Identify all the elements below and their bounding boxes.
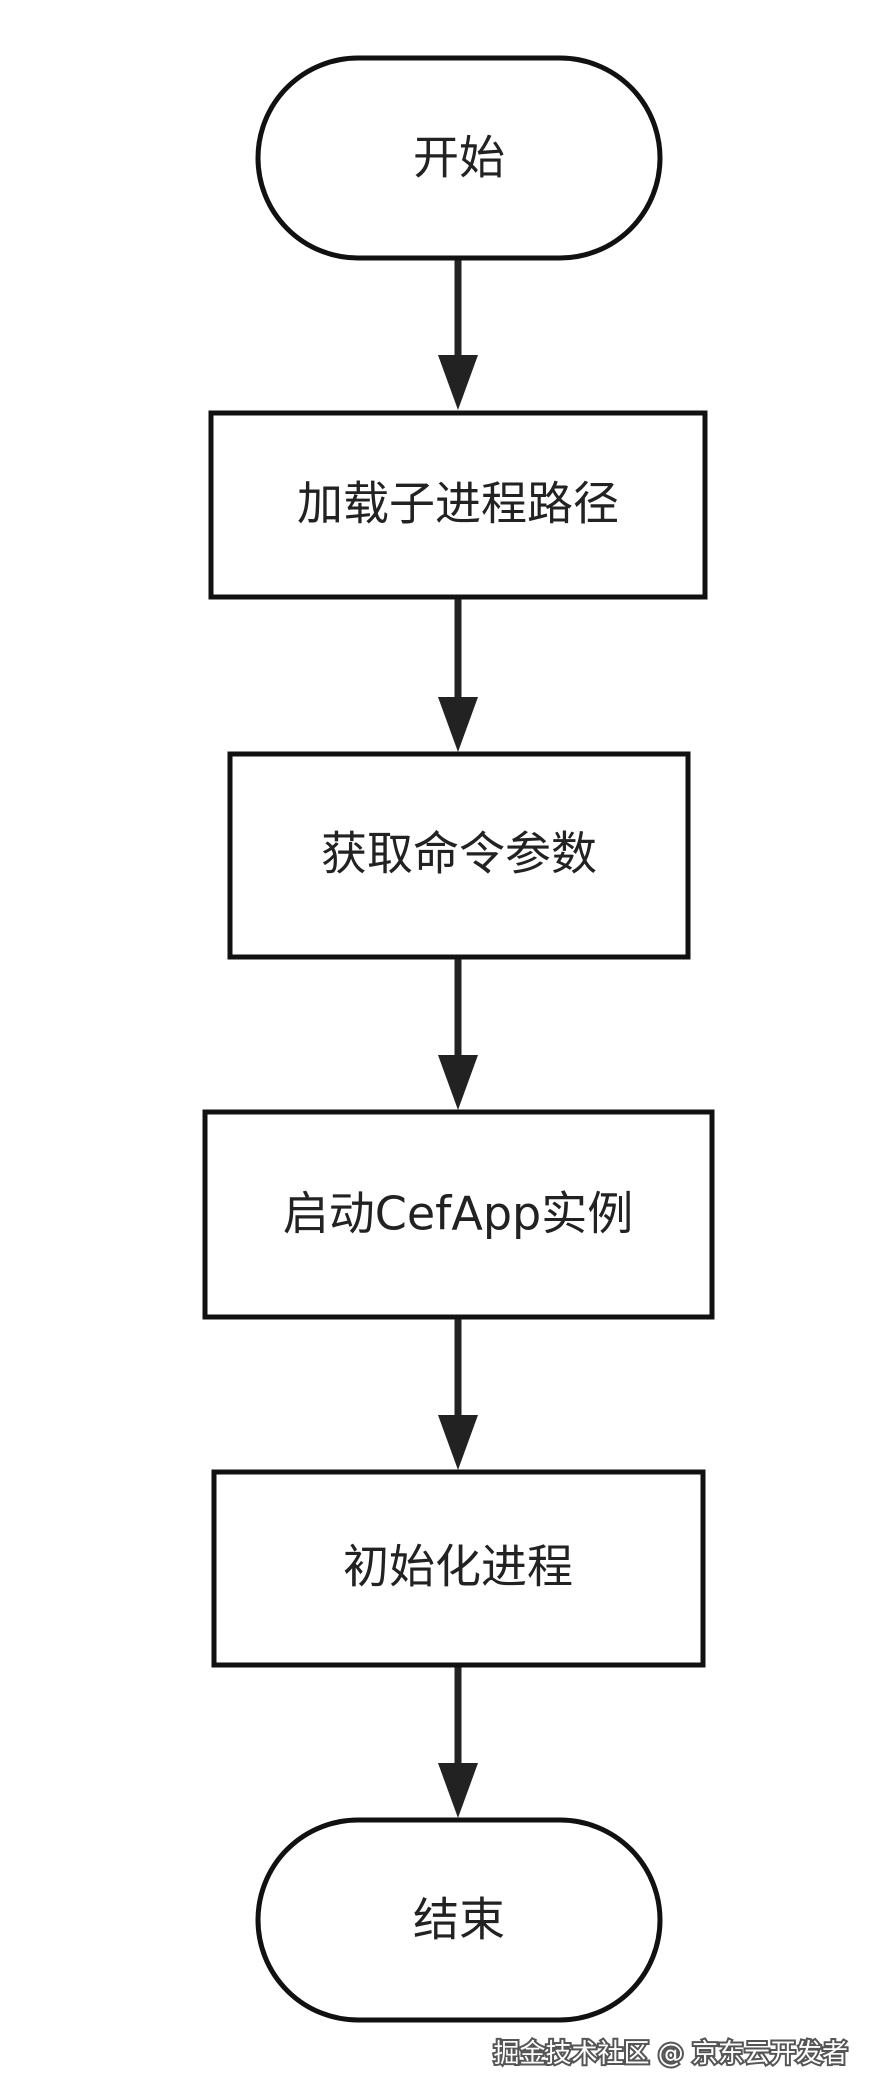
process-shape [202,1109,715,1320]
edge-args-to-cefapp [438,957,478,1110]
arrowhead [438,1415,478,1470]
watermark-text: 掘金技术社区 @ 京东云开发者 [493,2039,848,2069]
node-label: 加载子进程路径 [297,477,619,531]
process-shape [211,1469,706,1668]
init-process-node: 初始化进程 [211,1469,706,1668]
arrowhead [438,1763,478,1818]
launch-cefapp-node: 启动CefApp实例 [202,1109,715,1320]
process-shape [227,751,691,960]
get-command-args-node: 获取命令参数 [227,751,691,960]
start-node: 开始 [255,55,663,261]
end-node: 结束 [255,1817,663,2023]
node-label: 结束 [413,1893,505,1947]
node-label: 启动CefApp实例 [283,1187,633,1241]
edge-cefapp-to-init [438,1317,478,1470]
arrowhead [438,1055,478,1110]
terminal-shape [255,55,663,261]
edge-start-to-load [438,258,478,410]
load-subprocess-path-node: 加载子进程路径 [208,410,708,600]
edge-init-to-end [438,1665,478,1818]
process-shape [208,410,708,600]
node-label: 初始化进程 [343,1540,573,1594]
node-label: 获取命令参数 [321,827,597,881]
arrowhead [438,697,478,752]
arrowhead [438,355,478,410]
node-label: 开始 [413,131,505,185]
terminal-shape [255,1817,663,2023]
edge-load-to-args [438,597,478,752]
